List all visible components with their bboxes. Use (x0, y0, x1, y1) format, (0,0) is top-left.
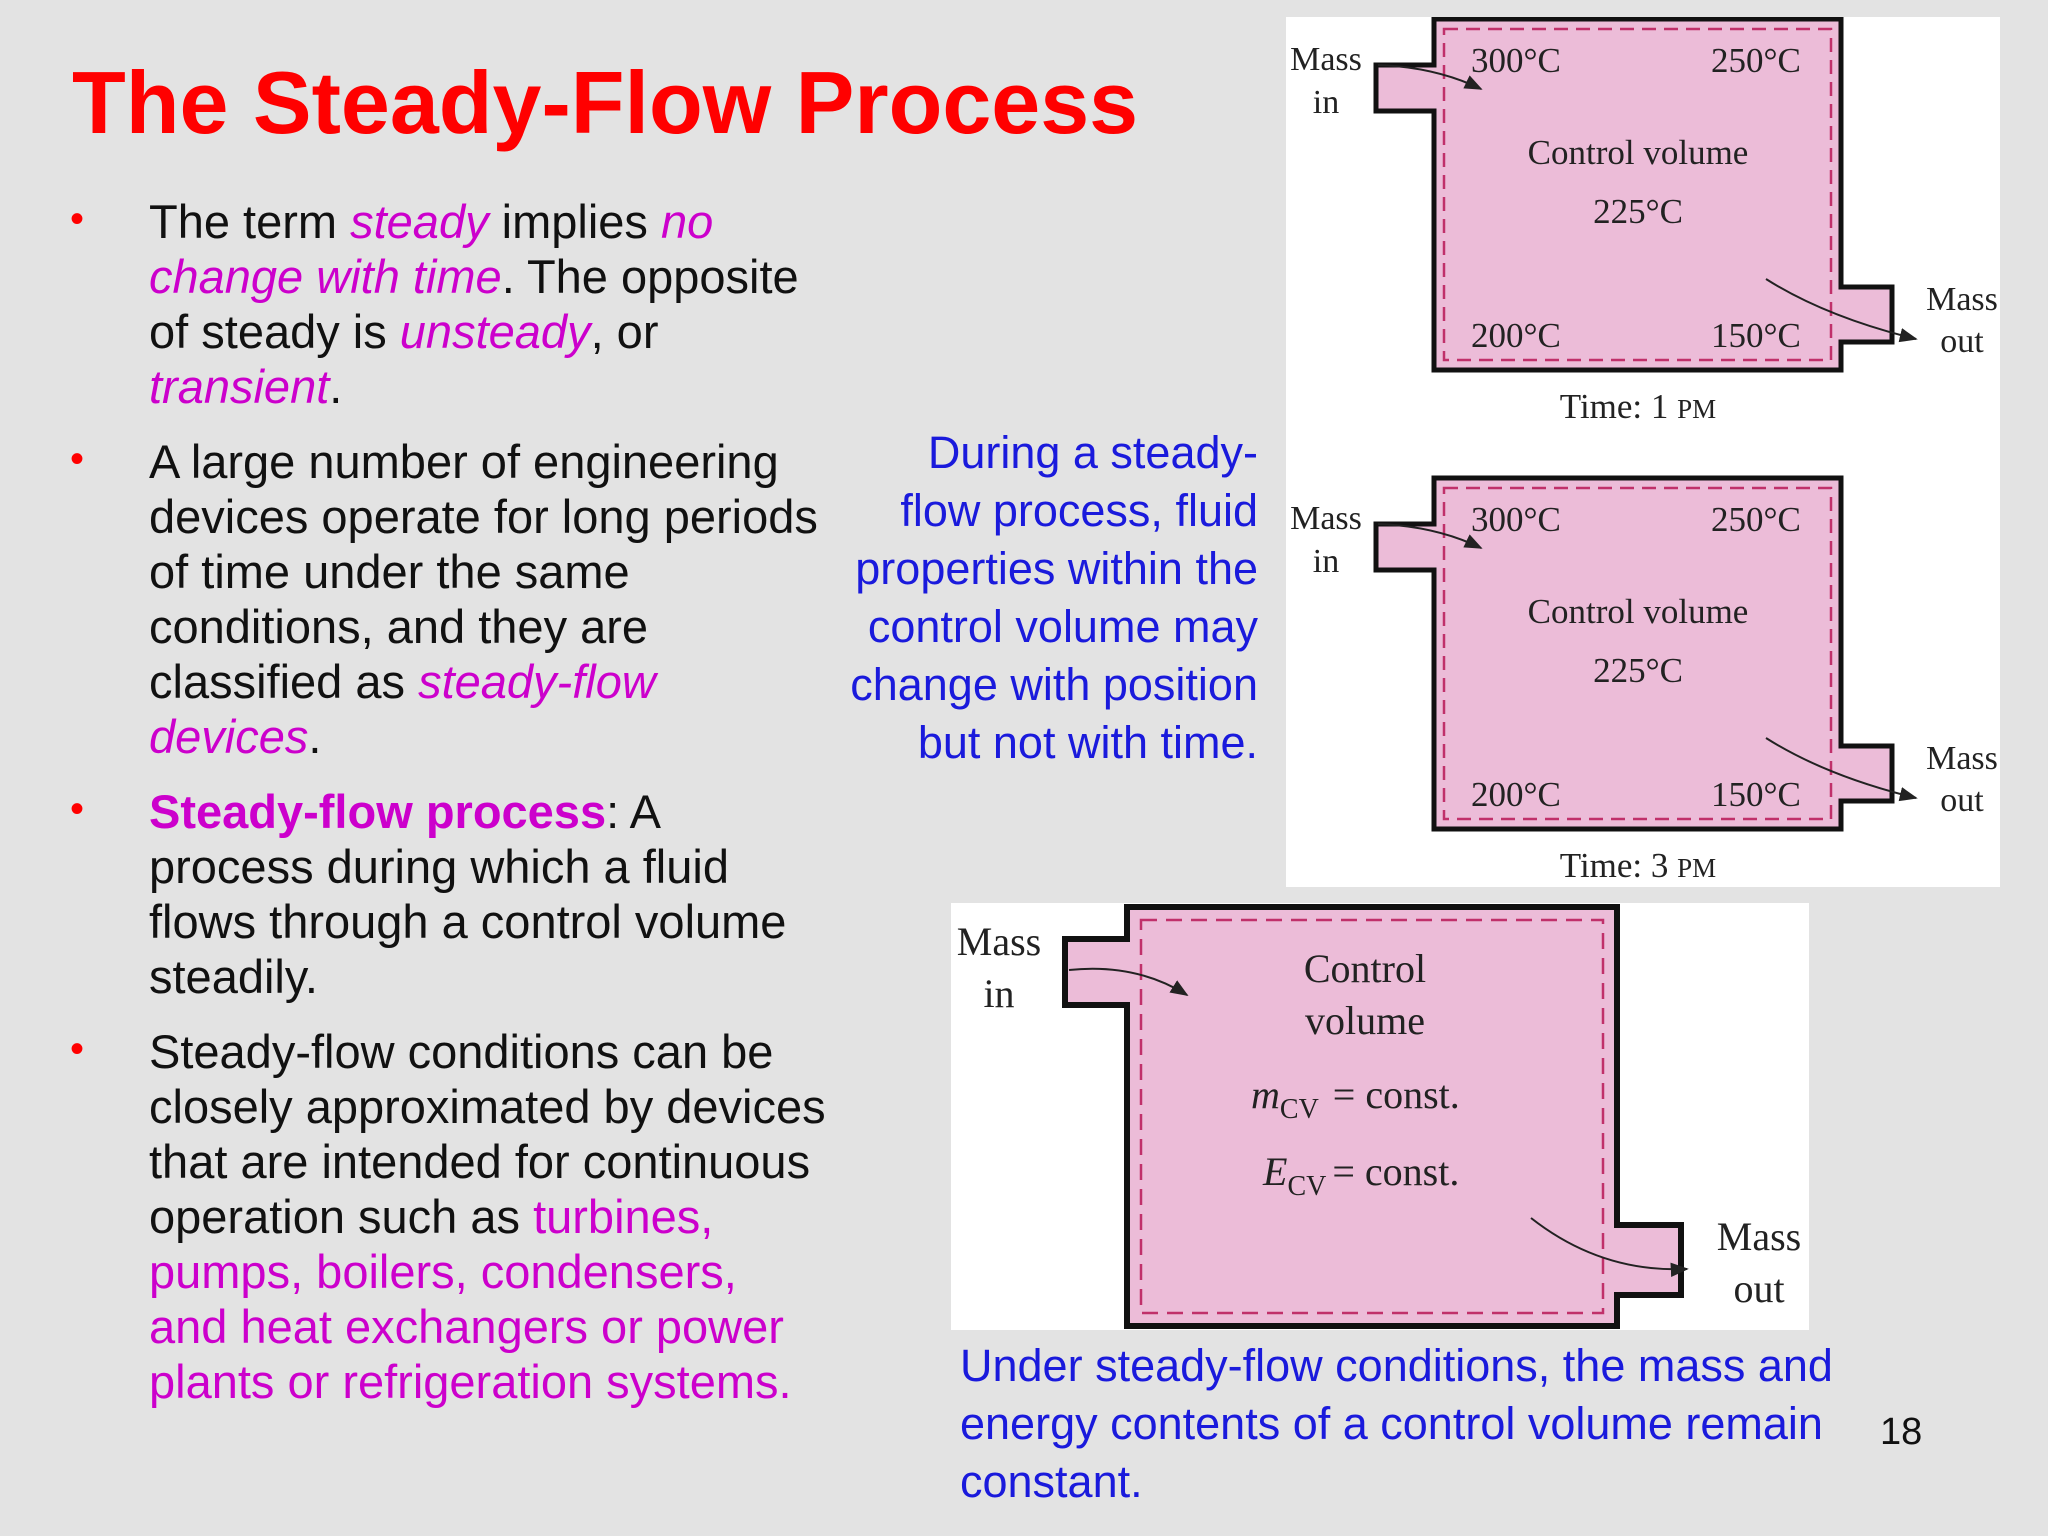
inlet-arrow (1068, 967, 1189, 996)
bullet-list: • The term steady implies no change with… (66, 194, 826, 1429)
bullet-dot-icon: • (70, 1027, 85, 1071)
time-label: Time: 1 PM (1560, 387, 1716, 426)
outlet-arrow (1530, 1217, 1689, 1277)
vessel-body (1373, 475, 1895, 832)
outlet-arrow (1765, 737, 1918, 802)
mass-in-label: Mass (1290, 500, 1362, 537)
energy-constant-equation: ECV= const. (1262, 1149, 1459, 1202)
control-volume-diagram-pair: Mass in Mass out 300°C 250°C Control vol… (1290, 16, 1998, 885)
mass-out-label: out (1940, 782, 1984, 819)
control-volume-panel-2: Mass in Mass out 300°C 250°C Control vol… (1290, 475, 1998, 885)
mass-constant-equation: mCV= const. (1251, 1072, 1460, 1125)
control-volume-figure-time-comparison: Mass in Mass out 300°C 250°C Control vol… (1286, 16, 2000, 887)
bullet-item: • A large number of engineering devices … (66, 434, 826, 764)
outlet-arrow (1765, 278, 1918, 343)
mass-in-label: Mass (1290, 41, 1362, 78)
figure-caption-steady-flow: Under steady-flow conditions, the mass a… (960, 1340, 1833, 1507)
steady-flow-control-volume-figure: Mass in Mass out Control volume mCV= con… (951, 903, 1809, 1330)
vessel-body (1062, 904, 1684, 1329)
bullet-text: The term steady implies no change with t… (149, 195, 799, 413)
temperature-bottom-left: 200°C (1471, 775, 1561, 814)
control-volume-boundary (1139, 918, 1605, 1315)
control-volume-boundary (1442, 27, 1833, 362)
page-number: 18 (1880, 1411, 1923, 1453)
mass-out-label: out (1733, 1266, 1784, 1311)
temperature-top-left: 300°C (1471, 41, 1561, 80)
temperature-bottom-right: 150°C (1711, 775, 1801, 814)
control-volume-label: Control (1304, 946, 1426, 991)
bullet-item: • The term steady implies no change with… (66, 194, 826, 414)
mass-in-label: in (1313, 543, 1339, 580)
bullet-text: A large number of engineering devices op… (149, 435, 818, 763)
temperature-top-right: 250°C (1711, 41, 1801, 80)
inlet-arrow (1377, 523, 1483, 549)
control-volume-panel-1: Mass in Mass out 300°C 250°C Control vol… (1290, 16, 1998, 426)
mass-out-label: Mass (1926, 740, 1998, 777)
bullet-dot-icon: • (70, 197, 85, 241)
bullet-item: • Steady-flow conditions can be closely … (66, 1024, 826, 1409)
mass-out-label: Mass (1717, 1214, 1801, 1259)
temperature-center: 225°C (1593, 651, 1683, 690)
temperature-bottom-right: 150°C (1711, 316, 1801, 355)
bullet-dot-icon: • (70, 787, 85, 831)
mass-in-label: Mass (957, 919, 1041, 964)
control-volume-boundary (1442, 486, 1833, 821)
mass-in-label: in (983, 971, 1014, 1016)
control-volume-diagram: Mass in Mass out Control volume mCV= con… (957, 904, 1801, 1329)
bullet-dot-icon: • (70, 437, 85, 481)
control-volume-label: Control volume (1528, 592, 1749, 631)
control-volume-label: volume (1305, 998, 1425, 1043)
bullet-item: • Steady-flow process: A process during … (66, 784, 826, 1004)
mass-in-label: in (1313, 84, 1339, 121)
temperature-top-right: 250°C (1711, 500, 1801, 539)
control-volume-label: Control volume (1528, 133, 1749, 172)
slide-title: The Steady-Flow Process (72, 53, 1139, 152)
mass-out-label: Mass (1926, 281, 1998, 318)
mass-out-label: out (1940, 323, 1984, 360)
vessel-body (1373, 16, 1895, 373)
bullet-text: Steady-flow conditions can be closely ap… (149, 1025, 826, 1408)
time-label: Time: 3 PM (1560, 846, 1716, 885)
temperature-top-left: 300°C (1471, 500, 1561, 539)
temperature-center: 225°C (1593, 192, 1683, 231)
inlet-arrow (1377, 64, 1483, 90)
temperature-bottom-left: 200°C (1471, 316, 1561, 355)
figure-caption-position-time: During a steady-flow process, fluid prop… (850, 427, 1258, 768)
bullet-text: Steady-flow process: A process during wh… (149, 785, 787, 1003)
